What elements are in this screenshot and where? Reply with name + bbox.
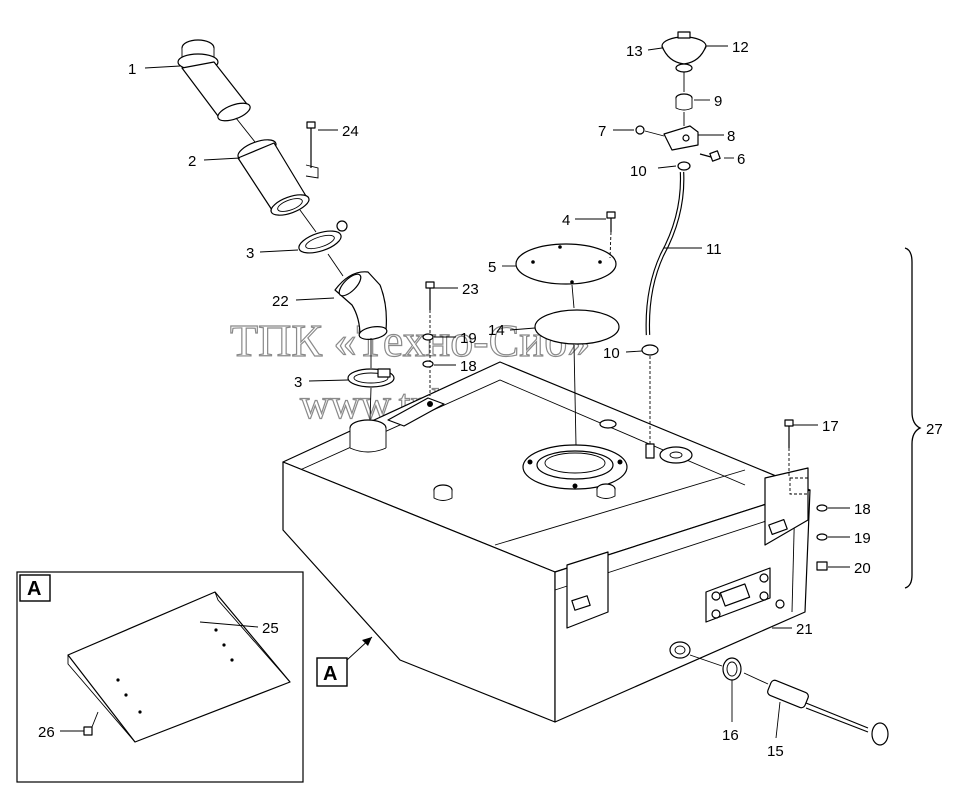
watermark-company: ТПК «Техно-Сиб» bbox=[230, 315, 590, 366]
callout-8: 8 bbox=[727, 128, 735, 145]
gasket bbox=[534, 309, 620, 345]
callout-labels: 1 2 3 3 4 5 6 7 8 9 10 10 11 12 13 14 15… bbox=[38, 39, 943, 760]
filler-assembly bbox=[177, 39, 395, 421]
callout-10-upper: 10 bbox=[630, 163, 647, 180]
callout-19-right: 19 bbox=[854, 530, 871, 547]
callout-19-left: 19 bbox=[460, 330, 477, 347]
callout-25: 25 bbox=[262, 620, 279, 637]
inset-tag: A bbox=[27, 578, 41, 600]
view-a-marker bbox=[316, 657, 348, 687]
callout-18-left: 18 bbox=[460, 358, 477, 375]
callout-3-upper: 3 bbox=[246, 245, 254, 262]
callout-16: 16 bbox=[722, 727, 739, 744]
sender-unit bbox=[515, 211, 620, 446]
callout-26: 26 bbox=[38, 724, 55, 741]
callout-23: 23 bbox=[462, 281, 479, 298]
callout-5: 5 bbox=[488, 259, 496, 276]
vent-assembly bbox=[635, 31, 721, 459]
callout-24: 24 bbox=[342, 123, 359, 140]
callout-11: 11 bbox=[706, 241, 722, 258]
callout-9: 9 bbox=[714, 93, 722, 110]
callout-18-right: 18 bbox=[854, 501, 871, 518]
fasteners-left bbox=[306, 121, 435, 396]
callout-20: 20 bbox=[854, 560, 871, 577]
callout-27: 27 bbox=[926, 421, 943, 438]
callout-7: 7 bbox=[598, 123, 606, 140]
tank-side-face bbox=[554, 489, 811, 723]
leader-lines bbox=[60, 45, 850, 739]
fasteners-right bbox=[784, 419, 828, 571]
assembly-brace bbox=[904, 247, 922, 589]
fuel-tank bbox=[282, 361, 811, 723]
callout-17: 17 bbox=[822, 418, 839, 435]
inset-view-a: A bbox=[16, 571, 304, 783]
callout-21: 21 bbox=[796, 621, 813, 638]
callout-3-lower: 3 bbox=[294, 374, 302, 391]
cover-plate bbox=[515, 243, 617, 285]
callout-13: 13 bbox=[626, 43, 643, 60]
callout-1: 1 bbox=[128, 61, 136, 78]
tank-front-face bbox=[282, 461, 556, 723]
callout-22: 22 bbox=[272, 293, 289, 310]
callout-12: 12 bbox=[732, 39, 749, 56]
view-a-marker-label: A bbox=[323, 663, 337, 685]
drain-parts bbox=[689, 654, 889, 746]
callout-4: 4 bbox=[562, 212, 570, 229]
callout-2: 2 bbox=[188, 153, 196, 170]
callout-6: 6 bbox=[737, 151, 745, 168]
callout-14: 14 bbox=[488, 322, 505, 339]
callout-10-lower: 10 bbox=[603, 345, 620, 362]
callout-15: 15 bbox=[767, 743, 784, 760]
